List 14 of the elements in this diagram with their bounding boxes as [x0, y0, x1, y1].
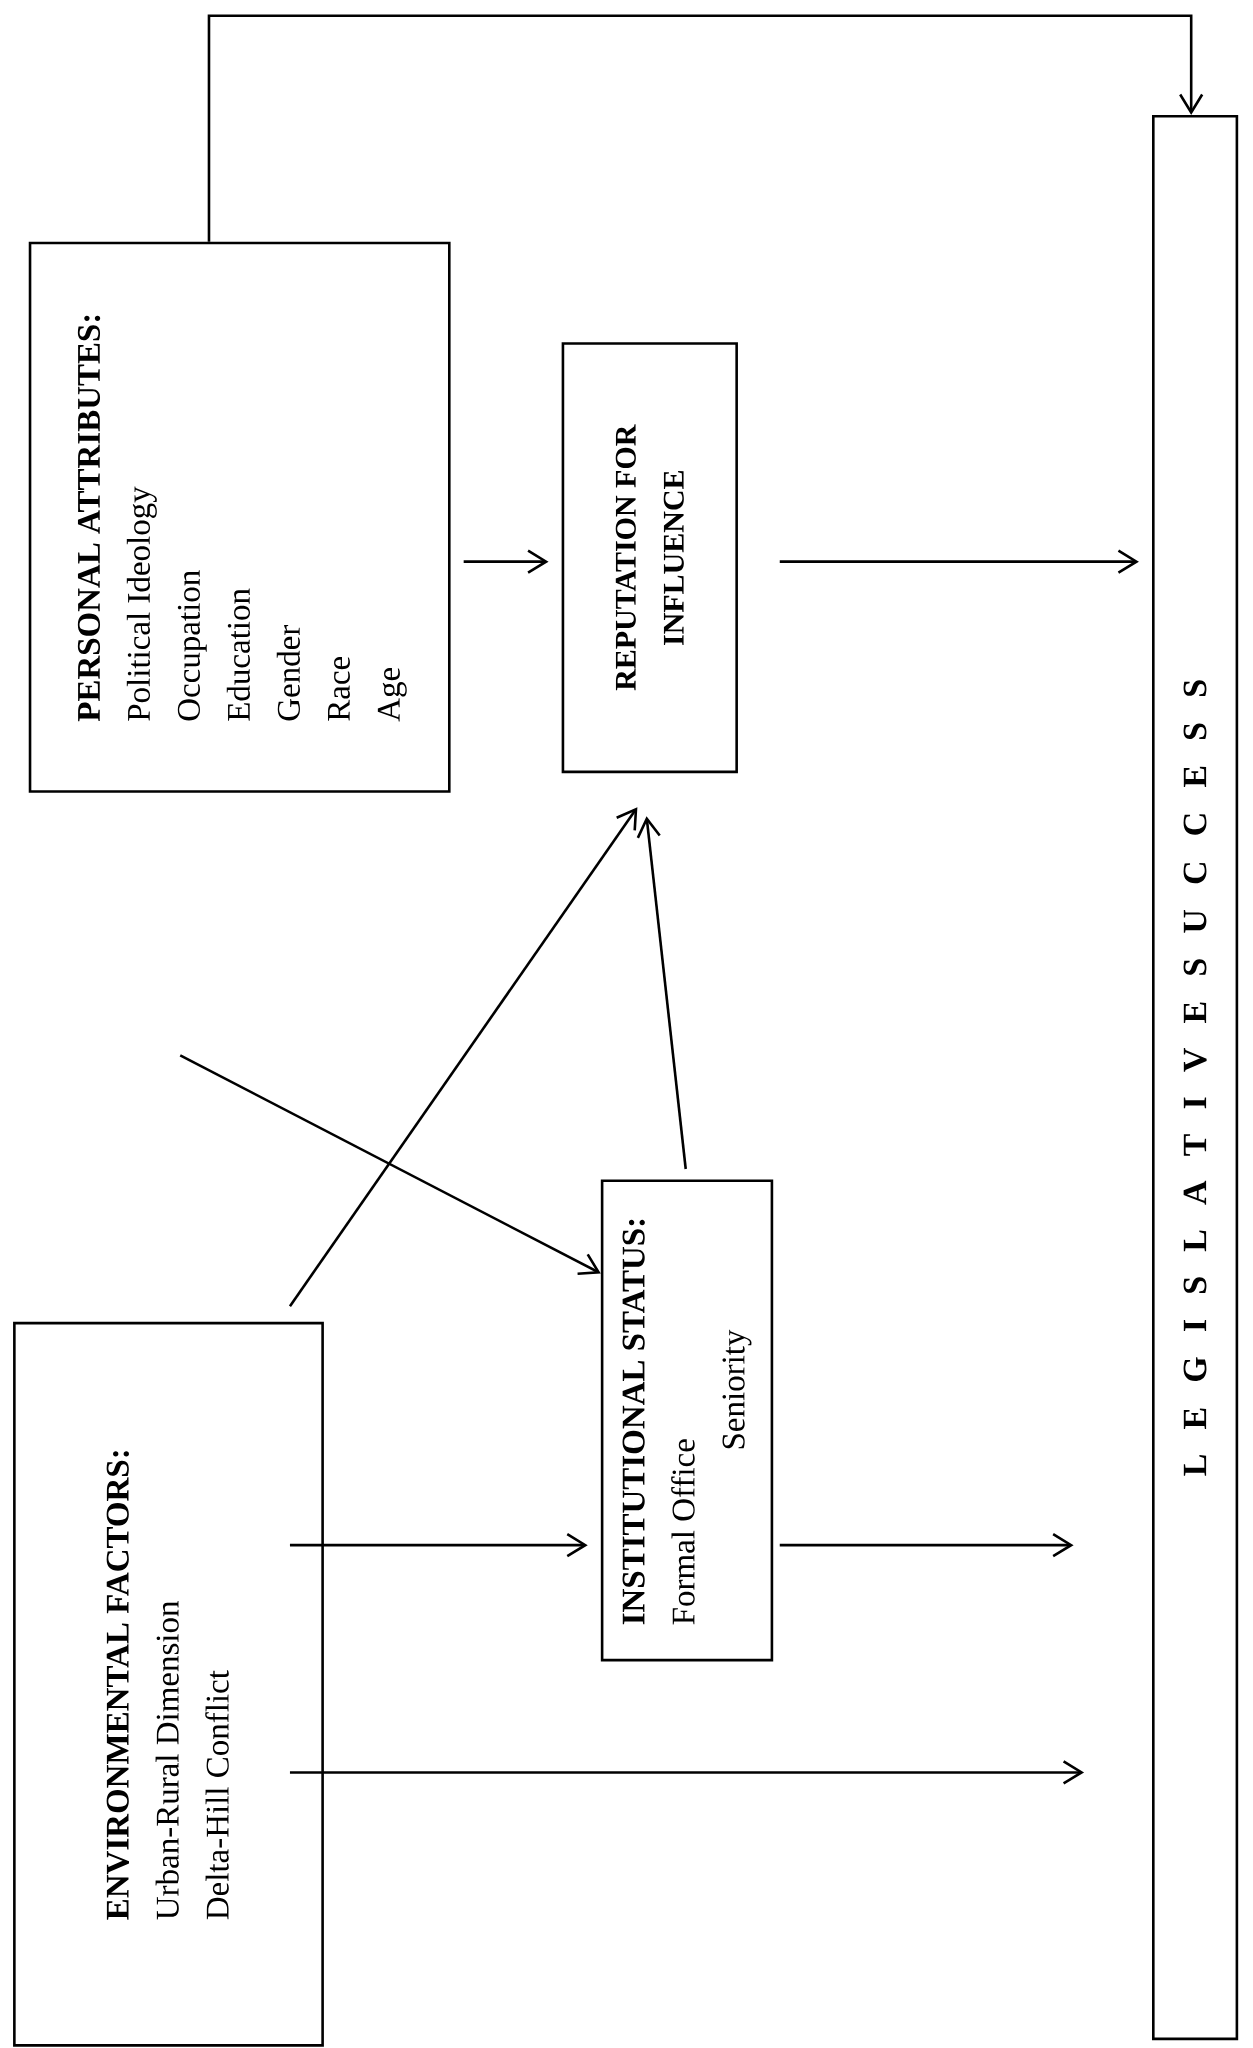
arrow — [290, 1760, 1085, 1785]
elbow-arrow — [207, 14, 1204, 242]
arrow — [636, 816, 688, 1170]
text-box: ENVIRONMENTAL FACTORS: Urban-Rural Dimension Delta-Hill Conflict — [13, 1321, 325, 2047]
text-box: PERSONAL ATTRIBUTES: Political Ideology Occupation Education Gender Race Age — [28, 241, 451, 793]
arrow — [780, 549, 1140, 574]
arrow — [463, 549, 549, 574]
outcome-bar: L E G I S L A T I V E S U C C E S S — [1152, 114, 1239, 2041]
arrow — [780, 1533, 1074, 1558]
text-box: INSTITUTIONAL STATUS: Formal Office Seniority — [601, 1179, 774, 1662]
arrow — [290, 1533, 588, 1558]
text-box: REPUTATION FOR INFLUENCE — [561, 342, 739, 774]
arrow — [289, 807, 638, 1307]
arrow — [179, 1054, 602, 1276]
